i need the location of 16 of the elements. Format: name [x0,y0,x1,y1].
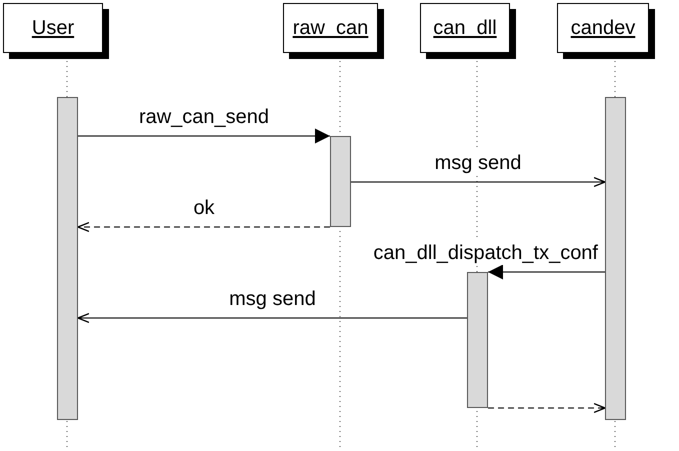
message-arrow [77,222,330,232]
participant-name: User [32,18,74,38]
message-arrow [350,176,606,188]
message-arrow [488,264,606,280]
edge-label: can_dll_dispatch_tx_conf [371,241,600,265]
participant-name: raw_can [292,18,368,38]
message-arrow [78,128,330,144]
activation-bar [605,97,626,420]
message-arrow [488,402,606,414]
participant-name: candev [570,18,636,38]
message-arrow [77,312,468,324]
activation-bar [330,136,351,227]
participant-name: can_dll [433,18,497,38]
edge-label: msg send [432,151,524,175]
activation-bar [57,97,78,420]
activation-bar [467,272,488,408]
